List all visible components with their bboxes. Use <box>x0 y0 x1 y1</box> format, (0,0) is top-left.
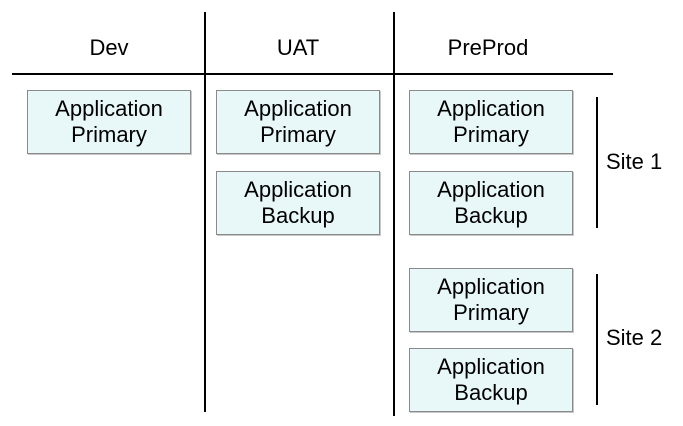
box-label-line2: Backup <box>261 203 335 228</box>
box-label-line2: Backup <box>454 203 528 228</box>
column-separator-uat-preprod <box>393 12 395 416</box>
box-label-line1: Application <box>244 177 352 202</box>
box-label-line2: Primary <box>453 122 529 147</box>
uat-application-backup-box: Application Backup <box>216 171 380 235</box>
column-separator-dev-uat <box>204 12 206 412</box>
box-label-line2: Primary <box>71 122 147 147</box>
box-label-line2: Primary <box>453 300 529 325</box>
site2-bracket-line <box>596 274 598 405</box>
preprod-site1-application-primary-box: Application Primary <box>409 90 573 154</box>
column-header-preprod: PreProd <box>447 35 529 60</box>
box-label-line1: Application <box>55 96 163 121</box>
site1-bracket-line <box>596 97 598 228</box>
preprod-site2-application-backup-box: Application Backup <box>409 348 573 412</box>
uat-application-primary-box: Application Primary <box>216 90 380 154</box>
preprod-site1-application-backup-box: Application Backup <box>409 171 573 235</box>
box-label-line2: Primary <box>260 122 336 147</box>
column-header-uat: UAT <box>276 35 320 60</box>
column-header-dev: Dev <box>89 35 129 60</box>
preprod-site2-application-primary-box: Application Primary <box>409 268 573 332</box>
box-label-line1: Application <box>437 354 545 379</box>
site1-label: Site 1 <box>606 149 663 174</box>
box-label-line1: Application <box>437 274 545 299</box>
box-label-line1: Application <box>437 177 545 202</box>
header-divider-line <box>12 73 613 75</box>
dev-application-primary-box: Application Primary <box>27 90 191 154</box>
box-label-line1: Application <box>244 96 352 121</box>
box-label-line2: Backup <box>454 380 528 405</box>
box-label-line1: Application <box>437 96 545 121</box>
site2-label: Site 2 <box>606 325 663 350</box>
